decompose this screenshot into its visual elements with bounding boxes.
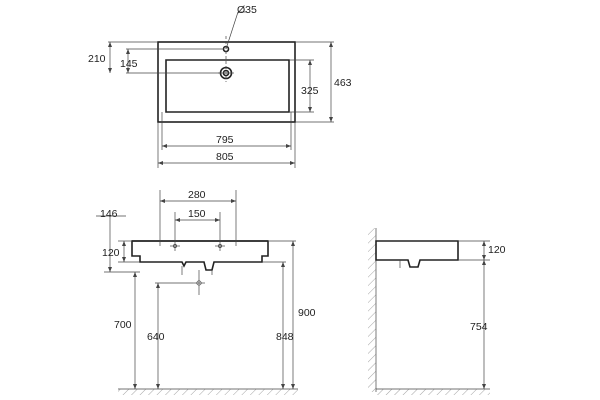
dim-848: 848	[276, 331, 294, 343]
dim-754: 754	[470, 321, 488, 333]
dim-325: 325	[301, 85, 319, 97]
basin-outline-top	[157, 41, 296, 123]
dim-120-side: 120	[488, 244, 506, 256]
basin-body-front	[131, 240, 269, 271]
dim-hole-diameter: Ø35	[237, 4, 257, 16]
waste-marker	[193, 270, 205, 295]
dim-900: 900	[298, 307, 316, 319]
front-view: 280 150 146 120 700 640	[96, 189, 316, 395]
faucet-marker-right	[215, 241, 225, 251]
dim-146: 146	[100, 208, 118, 220]
dim-795: 795	[216, 134, 234, 146]
faucet-marker-left	[170, 241, 180, 251]
basin-body-side	[375, 240, 459, 268]
dim-280: 280	[188, 189, 206, 201]
dim-700: 700	[114, 319, 132, 331]
top-view: Ø35 210 145 325 463	[88, 4, 352, 168]
dim-640: 640	[147, 331, 165, 343]
dim-463: 463	[334, 77, 352, 89]
side-view: 120 754	[368, 228, 506, 395]
dim-145: 145	[120, 58, 138, 70]
dim-210: 210	[88, 53, 106, 65]
dim-120-front: 120	[102, 247, 120, 259]
dim-150: 150	[188, 208, 206, 220]
dim-805: 805	[216, 151, 234, 163]
